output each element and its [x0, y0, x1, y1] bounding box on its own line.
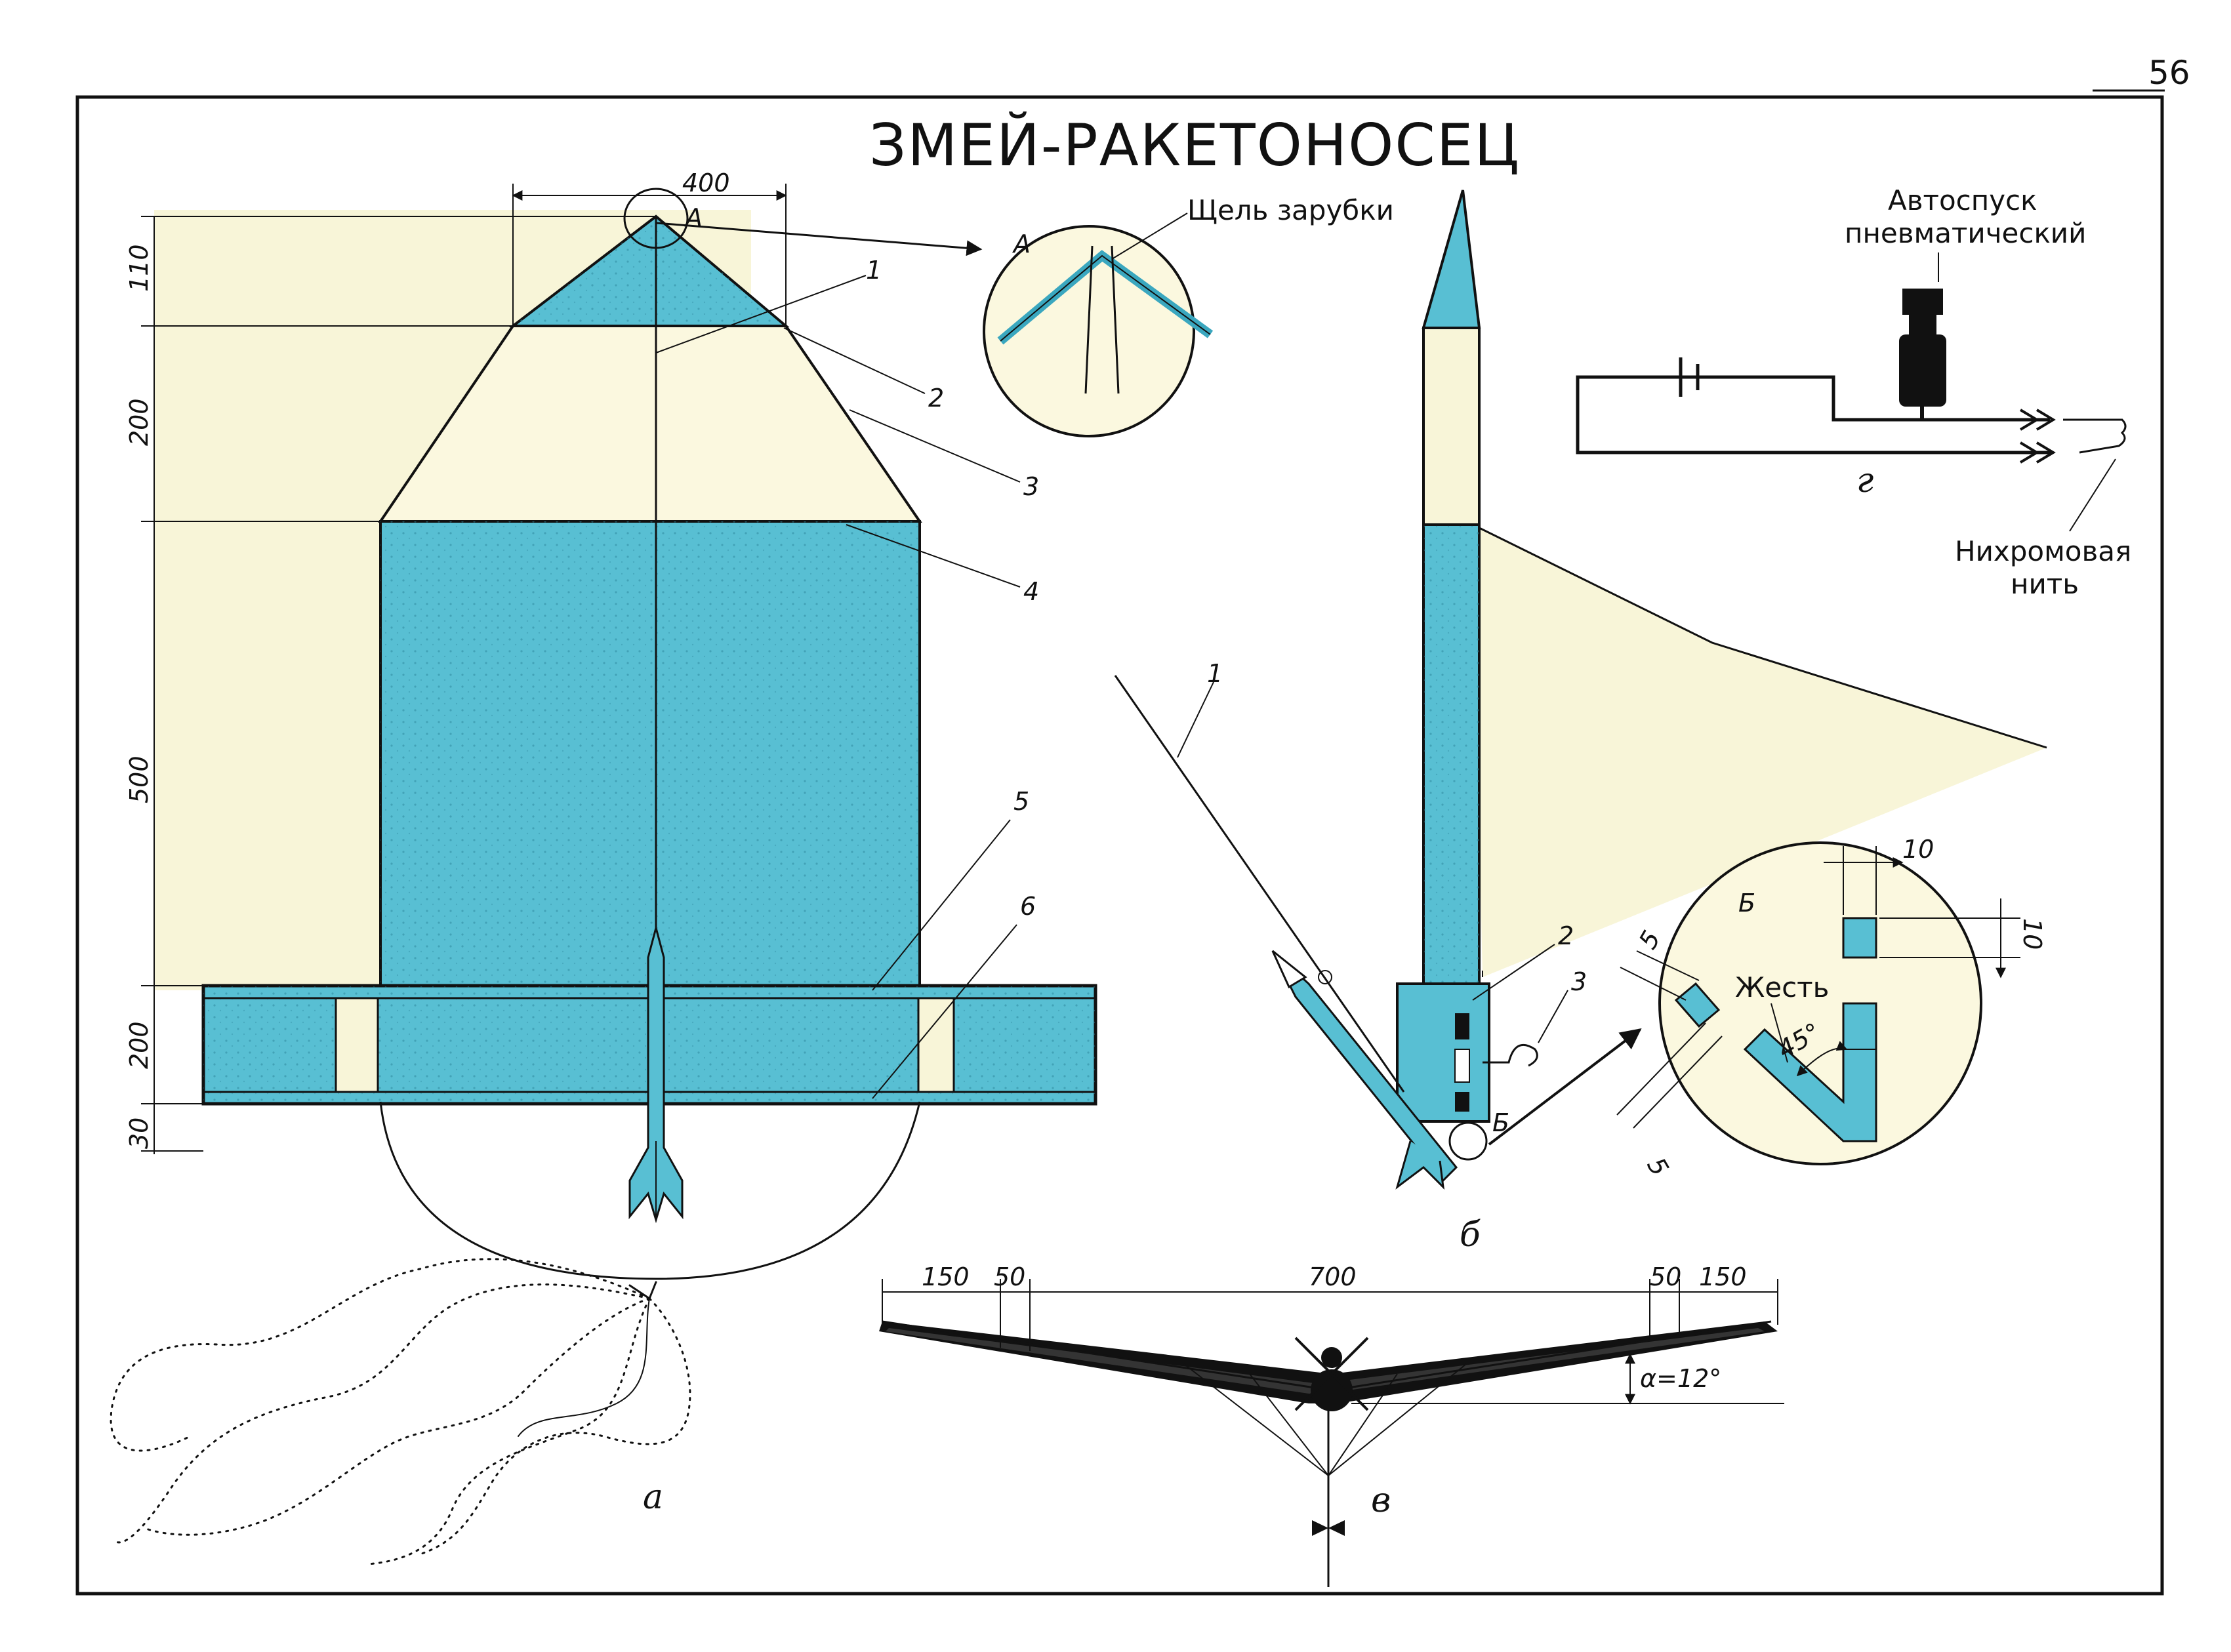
detail-a-mark: А	[684, 203, 703, 232]
wire-upper	[1679, 375, 2050, 422]
detail-b-small-piece	[1674, 982, 1721, 1028]
side-part-1: 1	[1207, 659, 1223, 688]
detail-b-mark: Б	[1738, 889, 1755, 917]
sketch-caption: а	[643, 1478, 663, 1517]
sketch-trail-solid	[518, 1298, 650, 1437]
side-view: 1 Б 2 3 б	[1114, 190, 2047, 1255]
wire-label-line1: Нихромовая	[1955, 535, 2131, 567]
sketch-trail-1	[110, 1258, 651, 1452]
sketch-kite-mark	[628, 1281, 657, 1300]
nose-triangle-texture	[513, 216, 786, 326]
dim-400: 400	[682, 169, 730, 197]
wing-window-right	[917, 997, 955, 1093]
side-wing	[1396, 982, 1490, 1123]
detail-b-dim-5a: 5	[1633, 926, 1666, 954]
dim-500: 500	[125, 755, 154, 803]
front-dim-150-left: 150	[922, 1262, 970, 1291]
detail-b-marker	[1448, 1121, 1488, 1161]
front-view: 150 50 700 50 150 α=12° в	[879, 1262, 1784, 1587]
detail-a-circle-mark: А	[1012, 230, 1031, 258]
material-label: Жесть	[1735, 971, 1829, 1003]
sketch-trail-2	[113, 1283, 651, 1544]
sketch-trail-3	[143, 1297, 651, 1536]
detail-a-view: А Щель зарубки	[983, 194, 1394, 437]
side-thread	[1114, 675, 1405, 1093]
detail-b-view: Б Жесть 45° 10 10 5 5	[1616, 835, 2047, 1181]
detail-b-top-block	[1842, 917, 1877, 959]
trigger-label-line1: Автоспуск	[1888, 184, 2037, 216]
front-dim-50-right: 50	[1650, 1262, 1681, 1291]
wire-label-line2: нить	[2011, 568, 2079, 600]
wing-window-left	[335, 997, 379, 1093]
nichrome-wire	[2063, 418, 2127, 454]
side-detail-mark: Б	[1492, 1108, 1509, 1137]
notch-leader	[1111, 212, 1188, 260]
part-6: 6	[1020, 892, 1036, 921]
trigger-body	[1899, 334, 1946, 407]
part-5: 5	[1013, 787, 1029, 816]
part-3: 3	[1023, 472, 1039, 501]
detail-b-dim-5b: 5	[1641, 1153, 1674, 1181]
bottom-arc	[379, 1101, 921, 1280]
side-caption: б	[1460, 1215, 1481, 1255]
dim-30: 30	[125, 1118, 154, 1149]
page-title: ЗМЕЙ-РАКЕТОНОСЕЦ	[869, 111, 1521, 179]
detail-b-arrow	[1488, 1028, 1642, 1146]
front-rocket	[1312, 1520, 1345, 1536]
front-dim-50-left: 50	[994, 1262, 1025, 1291]
detail-b-dim-height: 10	[2018, 918, 2047, 950]
trigger-top	[1902, 289, 1943, 315]
side-part-2: 2	[1558, 921, 1574, 950]
rocket	[628, 924, 684, 1224]
front-hub	[1311, 1369, 1353, 1411]
detail-a-arrow	[655, 222, 983, 256]
notch-label: Щель зарубки	[1187, 194, 1394, 226]
part-1: 1	[866, 256, 882, 285]
detail-a-marker	[623, 188, 689, 249]
flight-sketch	[110, 1258, 691, 1565]
side-hook	[1483, 1043, 1538, 1067]
wire-lower	[1576, 375, 2053, 454]
part-2: 2	[928, 384, 944, 413]
side-part-3: 3	[1571, 967, 1587, 996]
connector-lower	[2019, 441, 2056, 464]
side-nose	[1422, 190, 1481, 329]
circuit-caption: г	[1856, 461, 1873, 500]
front-dim-150-right: 150	[1699, 1262, 1747, 1291]
side-upper-sail	[1422, 327, 1481, 526]
dim-110: 110	[125, 244, 154, 292]
front-angle-label: α=12°	[1640, 1364, 1721, 1393]
front-caption: в	[1371, 1481, 1391, 1520]
front-dim-700: 700	[1309, 1262, 1357, 1291]
dim-200-bottom: 200	[125, 1021, 154, 1069]
kite-main-view: А 400 110 200 500 200 30 1 2 3 4 5 6	[125, 169, 1097, 1280]
page-number: 56	[2148, 54, 2190, 92]
side-sail	[1473, 525, 2047, 977]
detail-b-dim-width: 10	[1902, 835, 1934, 864]
part-4: 4	[1023, 577, 1039, 606]
sketch-trail-5	[366, 1297, 651, 1565]
detail-b-circle	[1658, 841, 1982, 1165]
trigger-label-line2: пневматический	[1845, 217, 2086, 249]
page-frame	[75, 95, 2164, 1596]
circuit-view: Автоспуск пневматический Нихромовая нить…	[1576, 184, 2131, 600]
dim-200-top: 200	[125, 398, 154, 446]
connector-upper	[2019, 409, 2056, 431]
